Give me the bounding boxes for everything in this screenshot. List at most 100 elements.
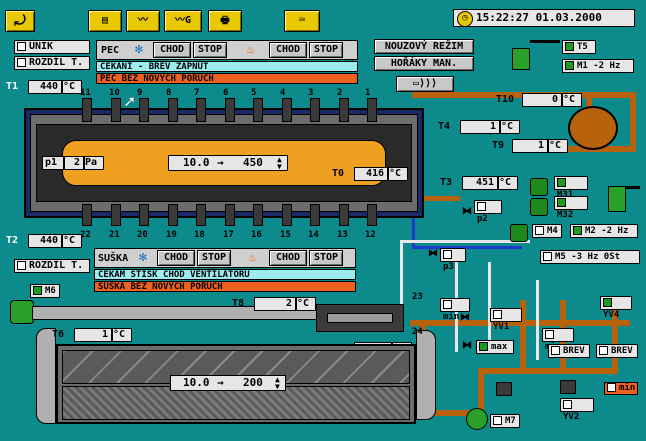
burner-number: 1 xyxy=(365,88,371,98)
burner-number: 3 xyxy=(308,88,314,98)
yv4-indicator[interactable]: YV4 xyxy=(600,296,632,320)
graph-g-label: G xyxy=(184,15,192,26)
keyboard-button[interactable]: ⌨ xyxy=(284,10,320,32)
burner[interactable] xyxy=(225,98,235,122)
graph-button[interactable]: 〰G xyxy=(164,10,202,32)
m4-indicator[interactable]: M4 xyxy=(532,224,562,238)
m5-indicator[interactable]: M5 -3 Hz 0St xyxy=(540,250,640,264)
spinner-icon[interactable]: ▲▼ xyxy=(277,155,282,171)
m32-motor-icon[interactable] xyxy=(530,198,548,216)
checkbox-icon xyxy=(599,346,608,355)
brev1-indicator[interactable]: BREV xyxy=(548,344,590,358)
m7-motor-icon[interactable] xyxy=(466,408,488,430)
burner[interactable] xyxy=(253,204,263,226)
burner[interactable] xyxy=(111,204,121,226)
burner[interactable] xyxy=(139,204,149,226)
burner[interactable] xyxy=(139,98,149,122)
burner-number: 14 xyxy=(308,230,319,240)
m4-motor-icon[interactable] xyxy=(510,224,528,242)
printer-button[interactable]: 🖶 xyxy=(208,10,242,32)
suska-setpoint[interactable]: 10.0 → 200 ▲▼ xyxy=(170,375,286,391)
min-label: min xyxy=(443,312,460,322)
hot-air-pipe xyxy=(412,92,592,98)
air-line xyxy=(400,240,530,243)
burner[interactable] xyxy=(168,98,178,122)
burner[interactable] xyxy=(367,98,377,122)
p3-indicator: p3 xyxy=(440,248,466,272)
burner[interactable] xyxy=(111,98,121,122)
dryer-pipe xyxy=(520,300,526,370)
m32-indicator[interactable]: M32 xyxy=(554,196,588,220)
m2-indicator[interactable]: M2 -2 Hz xyxy=(570,224,638,238)
suska-fan-stop-button[interactable]: STOP xyxy=(197,250,231,266)
key-button[interactable]: ▭⟩⟩⟩ xyxy=(396,76,454,92)
print-button[interactable]: ▤ xyxy=(88,10,122,32)
burner[interactable] xyxy=(225,204,235,226)
burner[interactable] xyxy=(367,204,377,226)
trend-button[interactable]: 〰 xyxy=(126,10,160,32)
yv2-indicator[interactable]: YV2 xyxy=(560,398,594,422)
checkbox-icon xyxy=(17,260,26,270)
clock-icon: ◷ xyxy=(457,11,473,27)
burner[interactable] xyxy=(82,98,92,122)
pec-burner-start-button[interactable]: CHOD xyxy=(269,42,307,58)
pec-fan-stop-button[interactable]: STOP xyxy=(193,42,227,58)
burner[interactable] xyxy=(82,204,92,226)
suska-fan-start-button[interactable]: CHOD xyxy=(157,250,195,266)
m5-label: M5 xyxy=(555,252,566,262)
t6-label: T6 xyxy=(52,329,65,340)
m1-indicator[interactable]: M1 -2 Hz xyxy=(562,59,634,73)
m6-motor-icon[interactable] xyxy=(10,300,34,324)
burner[interactable] xyxy=(339,204,349,226)
burner[interactable] xyxy=(282,98,292,122)
fan-unit-icon[interactable] xyxy=(608,186,626,212)
suska-burner-start-button[interactable]: CHOD xyxy=(269,250,307,266)
suska-burner-stop-button[interactable]: STOP xyxy=(309,250,343,266)
m7-indicator[interactable]: M7 xyxy=(490,414,520,428)
t0-unit: °C xyxy=(388,167,408,181)
burner-number: 18 xyxy=(194,230,205,240)
status-led-icon xyxy=(557,178,566,187)
leak-checkbox[interactable]: ÚNIK xyxy=(14,40,90,54)
leak-label: ÚNIK xyxy=(29,41,54,52)
pec-status-2: PEC BEZ NOVÝCH PORUCH xyxy=(96,73,358,84)
burner[interactable] xyxy=(168,204,178,226)
burners-bottom xyxy=(82,204,382,230)
burner[interactable] xyxy=(282,204,292,226)
m5-value: -3 xyxy=(571,252,583,262)
pec-burner-stop-button[interactable]: STOP xyxy=(309,42,343,58)
status-led-icon xyxy=(573,226,582,235)
yv1-indicator[interactable]: YV1 xyxy=(490,308,522,332)
m1-fan-icon[interactable] xyxy=(512,48,530,70)
brev2-indicator[interactable]: BREV xyxy=(596,344,638,358)
burner[interactable] xyxy=(253,98,263,122)
t4-unit: °C xyxy=(500,120,520,134)
burner-number: 4 xyxy=(280,88,286,98)
t5-indicator[interactable]: T5 xyxy=(562,40,596,54)
diff-t-checkbox[interactable]: ROZDÍL T. xyxy=(14,56,90,70)
t8-unit: °C xyxy=(296,297,316,311)
dryer-burner-unit xyxy=(316,304,404,332)
burner[interactable] xyxy=(196,204,206,226)
setpoint-to: 200 xyxy=(243,376,263,389)
burners-manual-button[interactable]: HOŘÁKY MAN. xyxy=(374,56,474,71)
pec-setpoint[interactable]: 10.0 → 450 ▲▼ xyxy=(168,155,288,171)
refresh-button[interactable]: ⤾ xyxy=(5,10,35,32)
burner[interactable] xyxy=(196,98,206,122)
t3-value: 451 xyxy=(462,176,498,190)
m31-motor-icon[interactable] xyxy=(530,178,548,196)
pec-fan-start-button[interactable]: CHOD xyxy=(153,42,191,58)
checkbox-icon xyxy=(551,346,560,355)
burner[interactable] xyxy=(310,98,320,122)
m31-indicator[interactable]: M31 xyxy=(554,176,588,200)
m1-value: -2 xyxy=(593,61,605,71)
burner[interactable] xyxy=(310,204,320,226)
heat-exchanger-icon xyxy=(568,106,618,150)
m6-indicator[interactable]: M6 xyxy=(30,284,60,298)
pec-status-1: ČEKÁNÍ - BREV ZAPNUT xyxy=(96,61,358,72)
emergency-mode-button[interactable]: NOUZOVÝ REŽIM xyxy=(374,39,474,54)
burner[interactable] xyxy=(339,98,349,122)
diff-t2-checkbox[interactable]: ROZDÍL T. xyxy=(14,259,90,273)
spinner-icon[interactable]: ▲▼ xyxy=(275,375,280,391)
t1-unit: °C xyxy=(62,80,82,94)
